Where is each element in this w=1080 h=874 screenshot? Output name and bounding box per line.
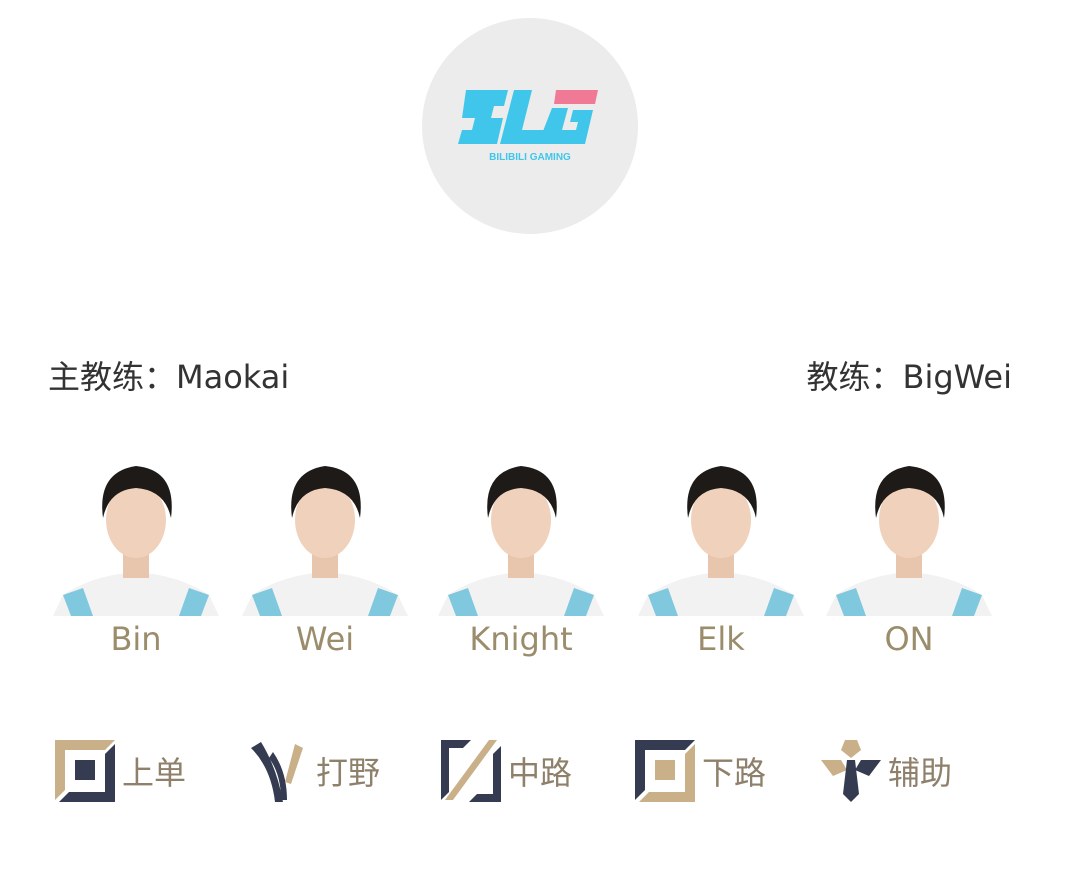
blg-logo-icon: BILIBILI GAMING (458, 90, 598, 163)
role-label: 下路 (702, 754, 767, 792)
role-bot-lane: 下路 (632, 738, 766, 804)
player-photo (826, 460, 992, 616)
role-label: 中路 (508, 754, 573, 792)
assistant-coach: 教练：BigWei (806, 358, 1012, 396)
jungle-icon (251, 742, 303, 802)
player-card[interactable]: Knight (431, 460, 611, 658)
player-photo (242, 460, 408, 616)
role-label: 上单 (122, 754, 187, 792)
player-name: Elk (697, 620, 745, 658)
role-top-lane: 上单 (52, 738, 186, 804)
role-jungle: 打野 (246, 738, 380, 804)
player-photo (53, 460, 219, 616)
top-lane-icon (55, 740, 115, 802)
mid-lane-icon (441, 740, 501, 802)
player-card[interactable]: Bin (46, 460, 226, 658)
support-icon (821, 740, 881, 802)
player-name: Knight (469, 620, 573, 658)
player-card[interactable]: Wei (235, 460, 415, 658)
role-label: 打野 (316, 754, 381, 792)
role-label: 辅助 (888, 754, 953, 792)
role-mid-lane: 中路 (438, 738, 572, 804)
player-name: ON (884, 620, 934, 658)
player-photo (438, 460, 604, 616)
player-name: Wei (295, 620, 355, 658)
player-photo (638, 460, 804, 616)
player-card[interactable]: Elk (631, 460, 811, 658)
head-coach: 主教练：Maokai (48, 358, 290, 396)
bot-lane-icon (635, 740, 695, 802)
role-support: 辅助 (818, 738, 952, 804)
logo-subtext: BILIBILI GAMING (489, 152, 571, 163)
player-name: Bin (110, 620, 162, 658)
team-logo: BILIBILI GAMING (422, 18, 638, 234)
player-card[interactable]: ON (819, 460, 999, 658)
